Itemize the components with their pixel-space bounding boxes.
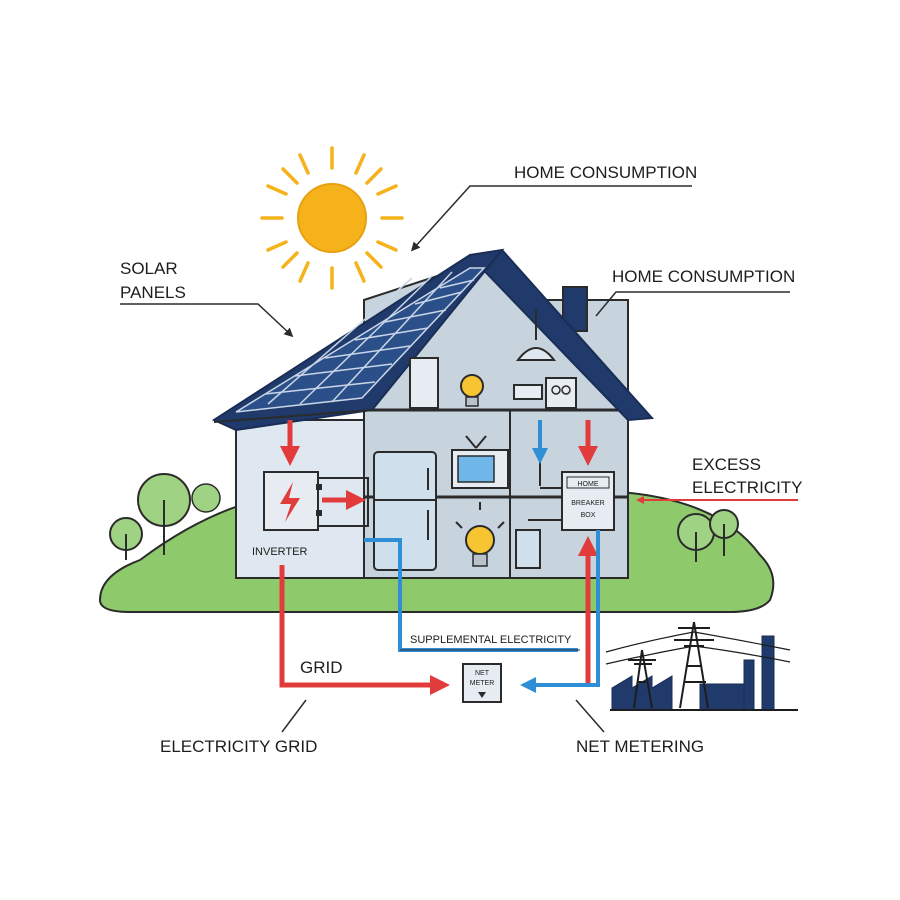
breaker-label-line1: HOME xyxy=(578,481,599,488)
inverter-label: INVERTER xyxy=(252,546,307,558)
excess-flow xyxy=(279,420,598,695)
breaker-box xyxy=(561,471,615,531)
excess-electricity-label-line2: ELECTRICITY xyxy=(692,478,803,497)
home-consumption-label-right: HOME CONSUMPTION xyxy=(612,267,795,286)
breaker-label-line2: BREAKER xyxy=(571,500,604,507)
net-meter-label-line1: NET xyxy=(475,670,490,677)
grid-label: GRID xyxy=(300,658,343,677)
solar-panels xyxy=(211,248,505,432)
net-metering-label: NET METERING xyxy=(576,737,704,756)
tree-icon xyxy=(109,473,221,560)
light-bulb-icon xyxy=(460,374,484,407)
electricity-grid-label: ELECTRICITY GRID xyxy=(160,737,317,756)
tree-icon xyxy=(677,509,739,562)
power-tower-icon xyxy=(605,621,791,709)
lightning-icon xyxy=(280,482,300,522)
solar-panels-label-line1: SOLAR xyxy=(120,259,178,278)
net-meter-label-line2: METER xyxy=(470,680,495,687)
inverter xyxy=(263,471,369,531)
light-bulb-icon xyxy=(455,502,505,567)
factory-icon xyxy=(611,635,775,711)
solar-panels-label-line2: PANELS xyxy=(120,283,186,302)
appliance-icon xyxy=(513,377,577,409)
home-consumption-label-top: HOME CONSUMPTION xyxy=(514,163,697,182)
supplemental-electricity-label: SUPPLEMENTAL ELECTRICITY xyxy=(410,634,572,646)
callout-lines xyxy=(120,185,790,733)
excess-electricity-label-line1: EXCESS xyxy=(692,455,761,474)
tv-icon xyxy=(451,435,509,489)
sun-icon xyxy=(260,146,404,290)
cabinet-icon xyxy=(409,357,439,409)
ceiling-lamp-icon xyxy=(515,310,557,361)
refrigerator-icon xyxy=(373,451,437,571)
water-heater-icon xyxy=(515,529,541,569)
breaker-label-line3: BOX xyxy=(581,512,596,519)
